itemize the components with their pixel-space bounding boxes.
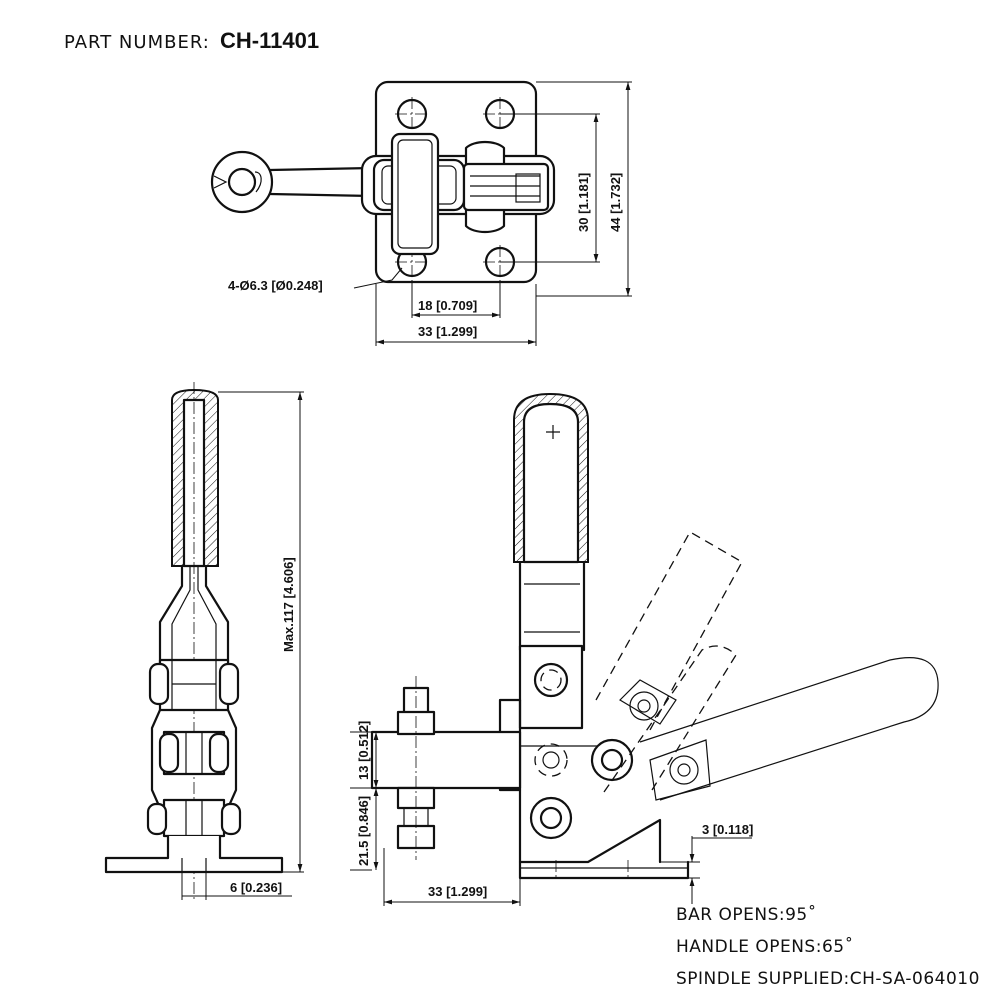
note-spindle-supplied: SPINDLE SUPPLIED:CH-SA-064010	[676, 969, 980, 989]
dim-21-5: 21.5 [0.846]	[356, 796, 371, 866]
dim-33-front: 33 [1.299]	[428, 884, 487, 899]
dim-3: 3 [0.118]	[702, 822, 753, 837]
top-view-handle	[210, 150, 374, 214]
hole-callout: 4-Ø6.3 [Ø0.248]	[228, 278, 323, 293]
dim-13: 13 [0.512]	[356, 721, 371, 780]
dim-30: 30 [1.181]	[576, 173, 591, 232]
top-view-clamp-body	[360, 132, 556, 256]
side-view: Max.117 [4.606] 6 [0.236]	[104, 382, 304, 900]
top-view: 4-Ø6.3 [Ø0.248] 18 [0.709] 33 [1.299] 30…	[210, 80, 632, 346]
top-view-h-extension-lines	[500, 81, 632, 297]
open-handle-outline-95	[595, 531, 743, 731]
notes-block: BAR OPENS:95˚ HANDLE OPENS:65˚ SPINDLE S…	[676, 904, 980, 989]
hole-leader-line	[353, 267, 403, 289]
part-number-value: CH-11401	[220, 28, 319, 53]
dim-44: 44 [1.732]	[608, 173, 623, 232]
note-handle-opens: HANDLE OPENS:65˚	[676, 936, 854, 957]
dim-max-117: Max.117 [4.606]	[281, 557, 296, 652]
open-handle-outline-65	[639, 657, 939, 801]
dim-33-top: 33 [1.299]	[418, 324, 477, 339]
note-bar-opens: BAR OPENS:95˚	[676, 904, 817, 925]
part-number-label: PART NUMBER:	[64, 32, 210, 53]
dim-6: 6 [0.236]	[230, 880, 282, 895]
front-view: 13 [0.512] 21.5 [0.846] 33 [1.299] 3 [0.…	[350, 392, 939, 906]
dim-18: 18 [0.709]	[418, 298, 477, 313]
top-view-extension-lines	[375, 280, 537, 346]
